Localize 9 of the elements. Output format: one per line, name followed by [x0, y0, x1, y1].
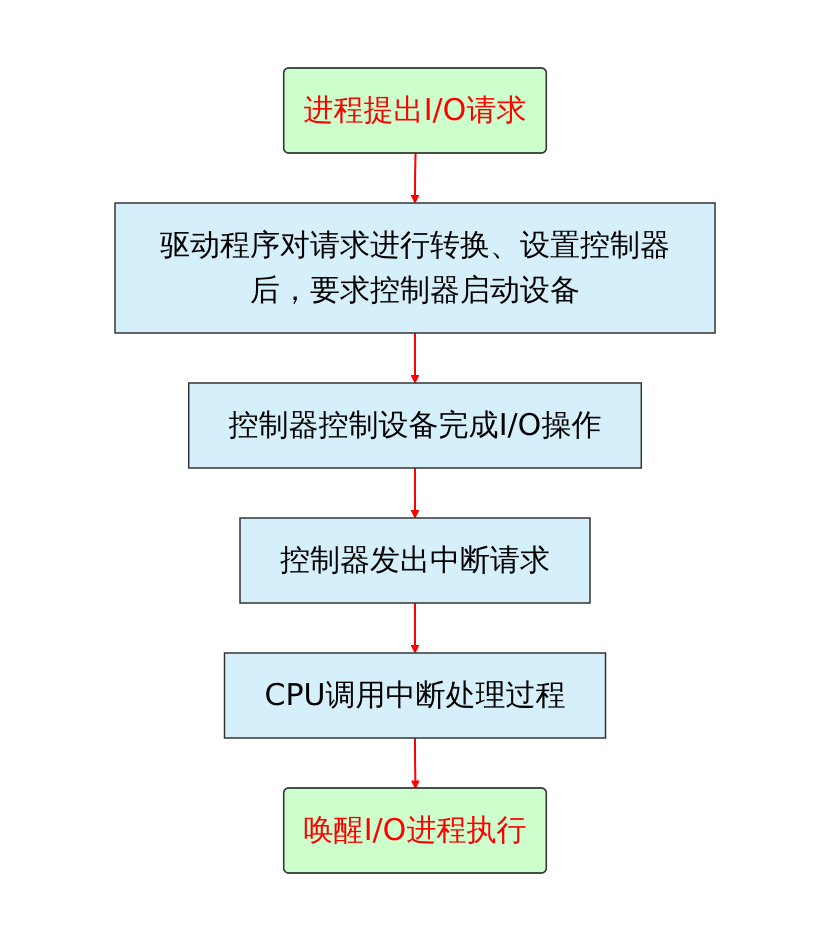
node-box: 控制器发出中断请求: [238, 517, 590, 604]
node-box: 驱动程序对请求进行转换、设置控制器后，要求控制器启动设备: [114, 202, 716, 334]
arrow: [410, 738, 420, 789]
arrow: [410, 333, 419, 384]
arrow: [410, 468, 419, 518]
arrow: [410, 603, 419, 654]
node-box: CPU调用中断处理过程: [223, 652, 606, 739]
node-box: 控制器控制设备完成I/O操作: [187, 382, 642, 469]
arrow: [410, 153, 419, 204]
